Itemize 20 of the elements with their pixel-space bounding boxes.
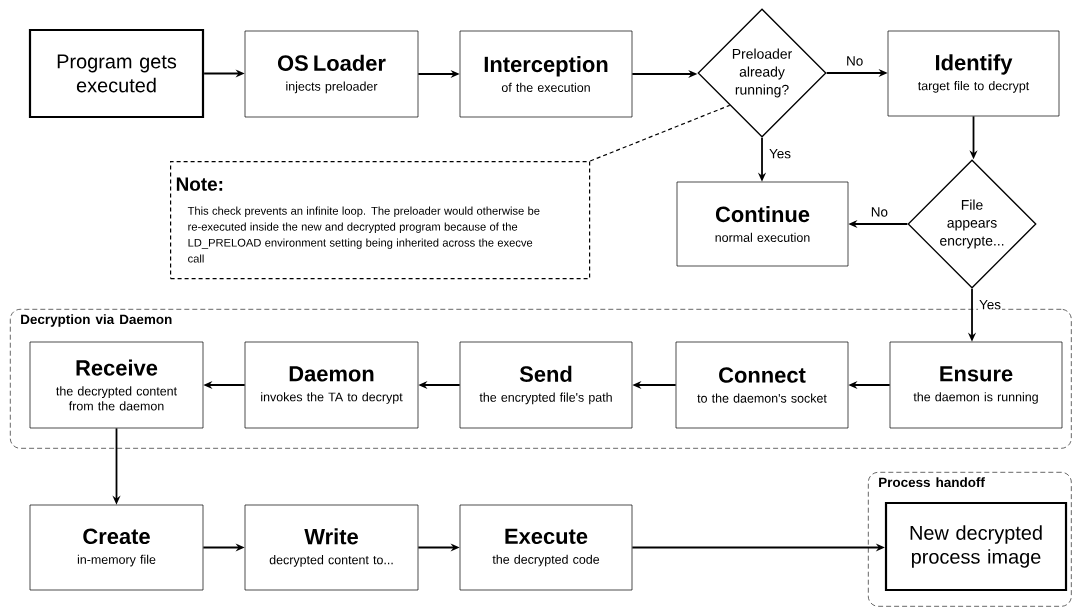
edge-label: No: [869, 206, 889, 218]
process-box: Write decrypted content to...: [244, 504, 419, 591]
process-box: OS Loader injects preloader: [244, 30, 419, 118]
process-box: Send the encrypted file's path: [459, 341, 633, 429]
process-box: Ensure the daemon is running: [889, 341, 1063, 429]
process-box: Continue normal execution: [676, 181, 849, 267]
process-box: Identify target file to decrypt: [887, 30, 1060, 117]
note-box: Note: This check prevents an infinite loop. The preloader would otherwise be re-executed inside the new and decrypted program because of the LD_PRELOAD environment setting being inherited across the execve call: [170, 161, 591, 280]
terminal-box: New decrypted process image: [884, 501, 1068, 592]
leader-line: [589, 104, 731, 162]
process-box: Receive the decrypted content from the daemon: [29, 341, 204, 429]
process-box: Connect to the daemon's socket: [675, 341, 849, 429]
process-box: Daemon invokes the TA to decrypt: [244, 341, 419, 429]
terminal-box: Program gets executed: [28, 28, 205, 119]
process-box: Interception of the execution: [459, 30, 633, 118]
edge-label: Yes: [768, 147, 792, 160]
edge-label: No: [845, 55, 865, 67]
process-box: Execute the decrypted code: [459, 504, 633, 591]
edge-label: Yes: [978, 298, 1002, 311]
process-box: Create in-memory file: [29, 504, 204, 591]
